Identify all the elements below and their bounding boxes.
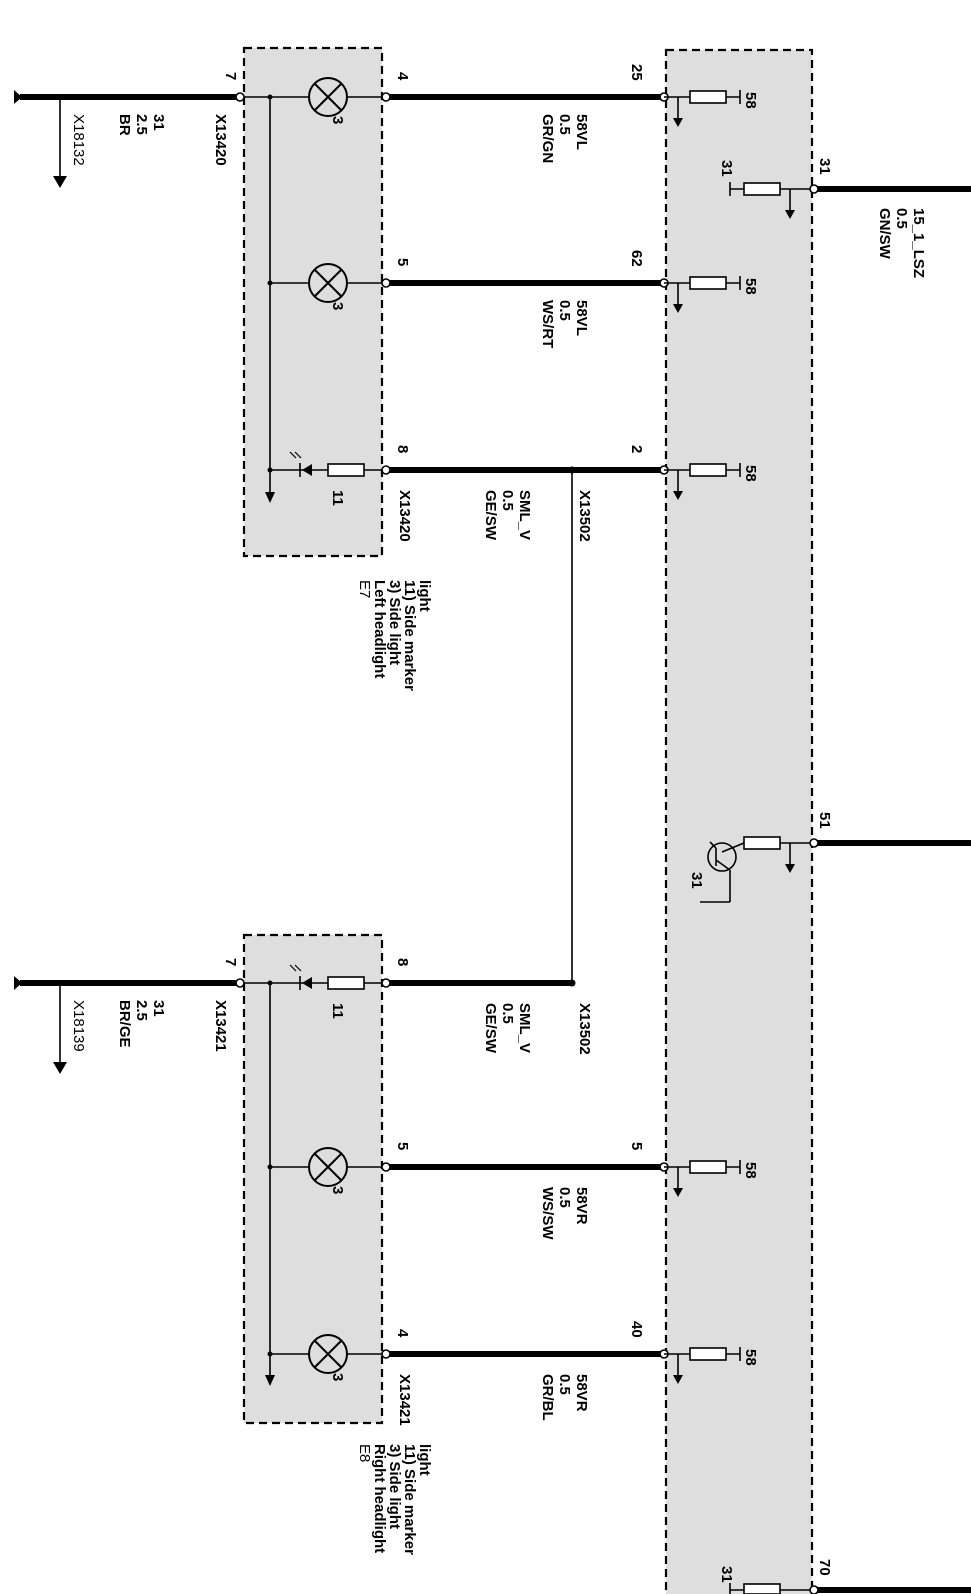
bulb-label: 3	[329, 302, 346, 310]
splice-label: X13502	[576, 1003, 593, 1055]
ground-label: 31	[718, 1566, 735, 1583]
module-pin: 25	[628, 64, 645, 81]
wire-31-color: BR	[116, 114, 133, 136]
plug-x13420-bottom: X13420	[396, 490, 413, 542]
bulb-icon	[308, 1147, 348, 1187]
svg-text:11) Side marker: 11) Side marker	[401, 580, 418, 691]
svg-text:3) Side light: 3) Side light	[386, 580, 403, 665]
wire-31-num: 31	[150, 114, 167, 131]
pin-label: 8	[394, 958, 411, 966]
wire-color: WS/RT	[539, 300, 556, 348]
module-pin: 40	[628, 1321, 645, 1338]
module-pin: 2	[628, 445, 645, 453]
bulb-label: 3	[329, 1373, 346, 1381]
svg-text:3) Side light: 3) Side light	[386, 1444, 403, 1529]
signal-wires	[381, 92, 669, 1359]
svg-text:E7: E7	[356, 580, 373, 598]
svg-text:E8: E8	[356, 1444, 373, 1462]
wire-color: GR/GN	[539, 114, 556, 163]
pin-7-left: 7	[222, 72, 239, 80]
marker-label: 11	[329, 1003, 346, 1019]
wire-size: 0.5	[499, 490, 516, 511]
pin-label: 4	[394, 1329, 411, 1338]
svg-text:Right headlight: Right headlight	[371, 1444, 388, 1553]
ground-wire-right	[14, 976, 245, 1074]
wire-color: GE/SW	[482, 1003, 499, 1054]
led-marker-icon	[289, 451, 365, 477]
driver-label: 58	[742, 278, 759, 295]
feed-color: GN/SW	[876, 208, 893, 260]
wire-31b-size: 2.5	[133, 1000, 150, 1021]
module-pin-right: 31	[816, 158, 833, 175]
wire-size: 0.5	[499, 1003, 516, 1024]
module-pin: 62	[628, 250, 645, 267]
wire-color: GR/BL	[539, 1374, 556, 1421]
right-headlight-desc: E8 Right headlight 3) Side light 11) Sid…	[356, 1444, 433, 1555]
module-drivers	[664, 90, 812, 1594]
feed-size: 0.5	[893, 208, 910, 229]
wire-size: 0.5	[556, 300, 573, 321]
feed-signal: 15_1_LSZ	[910, 208, 927, 278]
module-pin: 5	[628, 1142, 645, 1150]
bulb-label: 3	[329, 116, 346, 124]
bulb-icon	[308, 1334, 348, 1374]
module-pin-right: 70	[816, 1559, 833, 1576]
ground-label: 31	[718, 160, 735, 177]
wire-signal: 58VL	[573, 300, 590, 336]
svg-text:Left headlight: Left headlight	[371, 580, 388, 678]
ground-label: 31	[688, 872, 705, 889]
wire-size: 0.5	[556, 1187, 573, 1208]
wire-size: 0.5	[556, 1374, 573, 1395]
pin-label: 5	[394, 258, 411, 266]
marker-label: 11	[329, 490, 346, 506]
bulb-icon	[308, 263, 348, 303]
transistor-icon	[700, 836, 812, 903]
driver-label: 58	[742, 1349, 759, 1366]
wire-signal: SML_V	[516, 490, 533, 540]
svg-text:light: light	[416, 1444, 433, 1476]
wire-color: WS/SW	[539, 1187, 556, 1240]
pin-label: 4	[394, 72, 411, 81]
wire-31b-color: BR/GE	[116, 1000, 133, 1048]
plug-x13420-top: X13420	[212, 114, 229, 166]
left-headlight-desc: E7 Left headlight 3) Side light 11) Side…	[356, 580, 433, 691]
wire-31-size: 2.5	[133, 114, 150, 135]
wire-signal: 58VR	[573, 1374, 590, 1412]
wire-size: 0.5	[556, 114, 573, 135]
control-module-box	[664, 48, 814, 1594]
pin-label: 5	[394, 1142, 411, 1150]
wire-signal: SML_V	[516, 1003, 533, 1053]
wire-signal: 58VL	[573, 114, 590, 150]
left-headlight-box	[242, 46, 384, 558]
wire-signal: 58VR	[573, 1187, 590, 1225]
wire-color: GE/SW	[482, 490, 499, 541]
pin-7-right: 7	[222, 958, 239, 966]
bulb-icon	[308, 77, 348, 117]
x18132-label: X18132	[70, 114, 87, 166]
driver-label: 58	[742, 1162, 759, 1179]
x18139-label: X18139	[70, 1000, 87, 1052]
plug-x13421-bottom: X13421	[396, 1374, 413, 1426]
led-marker-icon	[289, 964, 365, 990]
svg-text:light: light	[416, 580, 433, 612]
module-pin-right: 51	[816, 812, 833, 829]
module-right-wires	[809, 184, 971, 1594]
splice-label: X13502	[576, 490, 593, 542]
svg-text:X18132: X18132	[70, 114, 87, 166]
wire-31b-num: 31	[150, 1000, 167, 1017]
ground-wire-left	[14, 90, 245, 188]
pin-label: 8	[394, 445, 411, 453]
plug-x13421-top: X13421	[212, 1000, 229, 1052]
bulb-label: 3	[329, 1186, 346, 1194]
driver-label: 58	[742, 465, 759, 482]
driver-label: 58	[742, 92, 759, 109]
svg-text:11) Side marker: 11) Side marker	[401, 1444, 418, 1555]
